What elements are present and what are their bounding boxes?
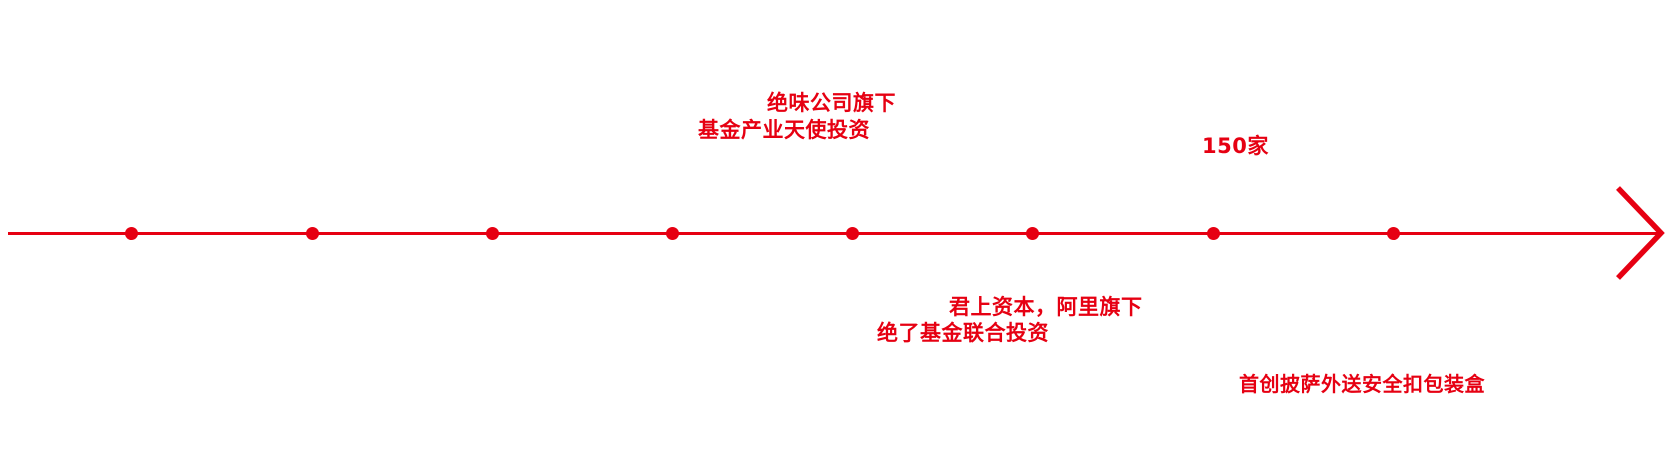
timeline-dot [305,227,319,240]
timeline-dot [485,227,499,240]
timeline-dot [845,227,859,240]
timeline-dot [124,227,138,240]
label-angel-investment-line1: 绝味公司旗下 [767,91,896,115]
label-joint-investment-line2: 绝了基金联合投资 [877,321,1049,345]
label-angel-investment-line2: 基金产业天使投资 [698,118,870,142]
label-joint-investment-line1: 君上资本，阿里旗下 [949,295,1143,319]
timeline-dot [1386,227,1400,240]
label-stores-count: 150家 [1202,134,1269,158]
label-pizza-box: 首创披萨外送安全扣包装盒 [1239,372,1485,396]
timeline-dot [665,227,679,240]
arrow-right-stroke [1616,186,1665,280]
timeline-dot [1025,227,1039,240]
timeline-axis [8,232,1660,235]
arrow-right-icon [1616,186,1665,280]
timeline-dot [1206,227,1220,240]
